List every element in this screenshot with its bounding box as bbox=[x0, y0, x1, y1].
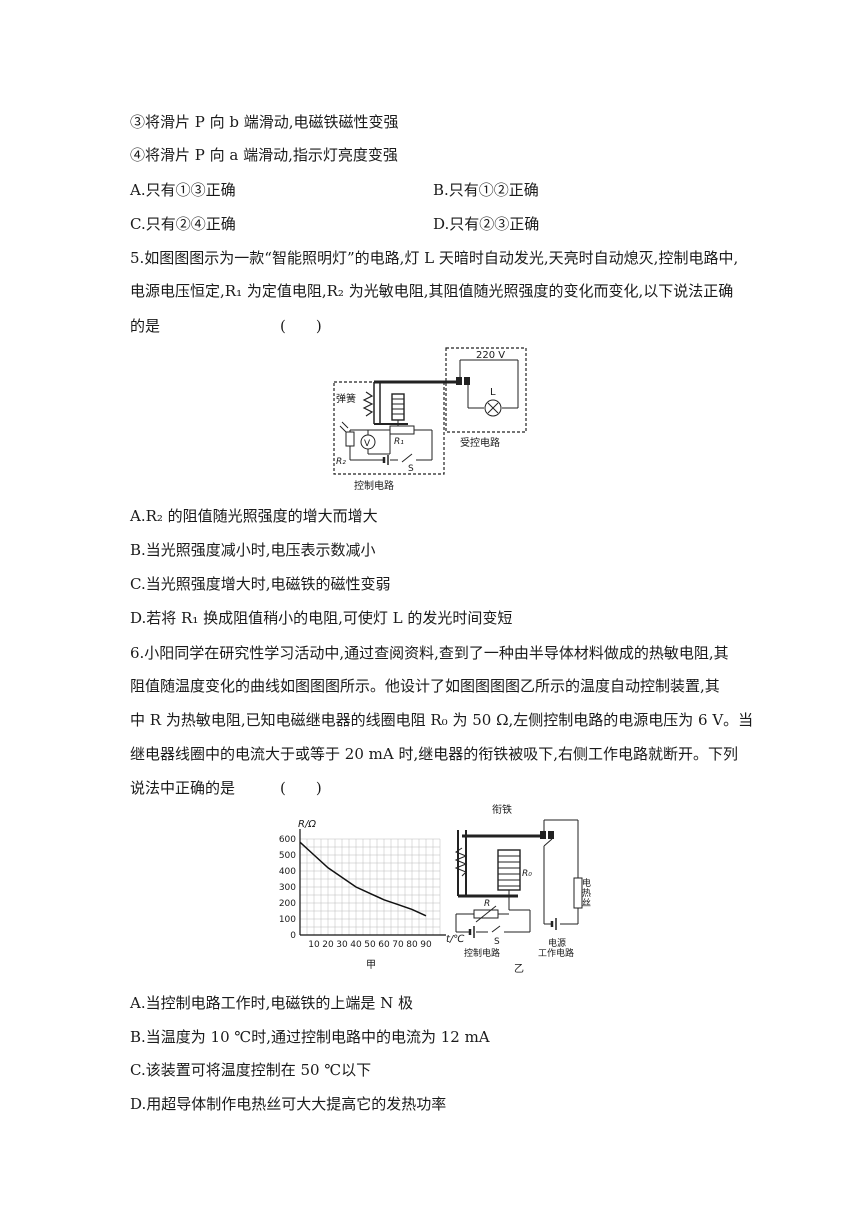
contact-icon bbox=[540, 831, 546, 839]
q6-option-d: D.用超导体制作电热丝可大大提高它的发热功率 bbox=[130, 1095, 447, 1113]
q5-stem-line2: 电源电压恒定,R₁ 为定值电阻,R₂ 为光敏电阻,其阻值随光照强度的变化而变化,… bbox=[130, 282, 734, 300]
x-tick-label: 30 bbox=[336, 940, 348, 950]
caption-right: 乙 bbox=[514, 963, 524, 975]
spring-icon bbox=[362, 391, 374, 417]
x-tick-label: 90 bbox=[420, 940, 432, 950]
controlled-circuit-box bbox=[445, 347, 527, 433]
y-tick-label: 400 bbox=[279, 867, 296, 877]
label-controlled-circuit: 受控电路 bbox=[460, 436, 500, 449]
x-tick-label: 50 bbox=[364, 940, 376, 950]
coil-icon bbox=[391, 393, 405, 421]
chart-ylabel: R/Ω bbox=[298, 819, 316, 830]
label-r0: R₀ bbox=[522, 869, 532, 879]
label-voltmeter: V bbox=[364, 439, 371, 449]
switch-icon bbox=[401, 453, 413, 463]
r1-resistor-icon bbox=[389, 425, 415, 435]
q5-answer-paren: ( ) bbox=[280, 317, 322, 335]
label-control-circuit: 控制电路 bbox=[354, 479, 394, 492]
label-r2: R₂ bbox=[336, 457, 346, 467]
chart-series-line bbox=[299, 841, 427, 917]
label-lamp: L bbox=[490, 387, 496, 398]
q4-option-c: C.只有②④正确 bbox=[130, 215, 236, 233]
q6-option-b: B.当温度为 10 ℃时,通过控制电路中的电流为 12 mA bbox=[130, 1028, 490, 1046]
x-tick-label: 20 bbox=[322, 940, 334, 950]
x-tick-label: 10 bbox=[308, 940, 320, 950]
label-switch: S bbox=[408, 464, 414, 474]
chart-xlabel: t/℃ bbox=[446, 934, 465, 945]
x-tick-label: 70 bbox=[392, 940, 404, 950]
r2-photoresistor-icon bbox=[345, 431, 355, 447]
label-heater-2: 热 bbox=[582, 887, 591, 899]
y-tick-label: 0 bbox=[290, 931, 296, 941]
label-220v: 220 V bbox=[476, 350, 505, 361]
label-work-circuit: 工作电路 bbox=[538, 947, 574, 959]
y-tick-label: 100 bbox=[279, 915, 296, 925]
q6-option-c: C.该装置可将温度控制在 50 ℃以下 bbox=[130, 1061, 372, 1079]
x-tick-label: 60 bbox=[378, 940, 390, 950]
y-tick-label: 300 bbox=[279, 883, 296, 893]
label-control-circuit: 控制电路 bbox=[464, 947, 500, 959]
q5-option-d: D.若将 R₁ 换成阻值稍小的电阻,可使灯 L 的发光时间变短 bbox=[130, 609, 513, 627]
label-switch: S bbox=[494, 937, 500, 947]
caption-left: 甲 bbox=[366, 960, 376, 971]
label-r: R bbox=[484, 899, 490, 909]
switch-icon bbox=[491, 925, 501, 933]
chart-axes bbox=[299, 829, 446, 936]
y-tick-label: 200 bbox=[279, 899, 296, 909]
q4-option-a: A.只有①③正确 bbox=[130, 181, 236, 199]
q6-stem-line4: 继电器线圈中的电流大于或等于 20 mA 时,继电器的衔铁被吸下,右侧工作电路就… bbox=[130, 745, 738, 763]
statement-4: ④将滑片 P 向 a 端滑动,指示灯亮度变强 bbox=[130, 146, 398, 164]
chart-grid bbox=[299, 838, 441, 936]
label-heater-3: 丝 bbox=[582, 897, 591, 909]
spring-icon bbox=[454, 847, 468, 877]
q5-stem-line3: 的是 bbox=[130, 317, 161, 335]
q6-option-a: A.当控制电路工作时,电磁铁的上端是 N 极 bbox=[130, 994, 414, 1012]
q4-option-b: B.只有①②正确 bbox=[433, 181, 539, 199]
label-heater-1: 电 bbox=[582, 877, 591, 889]
q5-option-a: A.R₂ 的阻值随光照强度的增大而增大 bbox=[130, 507, 378, 525]
q5-option-b: B.当光照强度减小时,电压表示数减小 bbox=[130, 541, 376, 559]
statement-3: ③将滑片 P 向 b 端滑动,电磁铁磁性变强 bbox=[130, 113, 399, 131]
q6-stem-line3: 中 R 为热敏电阻,已知电磁继电器的线圈电阻 R₀ 为 50 Ω,左侧控制电路的… bbox=[130, 711, 754, 729]
q6-stem-line2: 阻值随温度变化的曲线如图图图所示。他设计了如图图图图乙所示的温度自动控制装置,其 bbox=[130, 677, 720, 695]
q6-stem-line5: 说法中正确的是 bbox=[130, 779, 236, 797]
label-source: 电源 bbox=[548, 937, 566, 949]
label-r1: R₁ bbox=[394, 437, 404, 447]
label-armature: 衔铁 bbox=[492, 803, 512, 816]
q6-relay-device-figure: 衔铁 R₀ 电 热 丝 电源 R S 控制电路 工作电路 乙 bbox=[454, 803, 591, 975]
y-tick-label: 600 bbox=[279, 835, 296, 845]
q6-stem-line1: 6.小阳同学在研究性学习活动中,通过查阅资料,查到了一种由半导体材料做成的热敏电… bbox=[130, 644, 729, 662]
heater-icon bbox=[573, 877, 583, 909]
q5-option-c: C.当光照强度增大时,电磁铁的磁性变弱 bbox=[130, 575, 391, 593]
q6-answer-paren: ( ) bbox=[280, 779, 322, 797]
x-tick-label: 80 bbox=[406, 940, 418, 950]
q5-circuit-figure: 220 V L 受控电路 V 弹簧 R₁ R₂ S 控制电路 bbox=[333, 347, 527, 492]
q5-stem-line1: 5.如图图图示为一款“智能照明灯”的电路,灯 L 天暗时自动发光,天亮时自动熄灭… bbox=[130, 249, 739, 267]
label-spring: 弹簧 bbox=[336, 392, 356, 405]
x-tick-label: 40 bbox=[350, 940, 362, 950]
contact-icon bbox=[456, 377, 462, 385]
q4-option-d: D.只有②③正确 bbox=[433, 215, 540, 233]
y-tick-label: 500 bbox=[279, 851, 296, 861]
